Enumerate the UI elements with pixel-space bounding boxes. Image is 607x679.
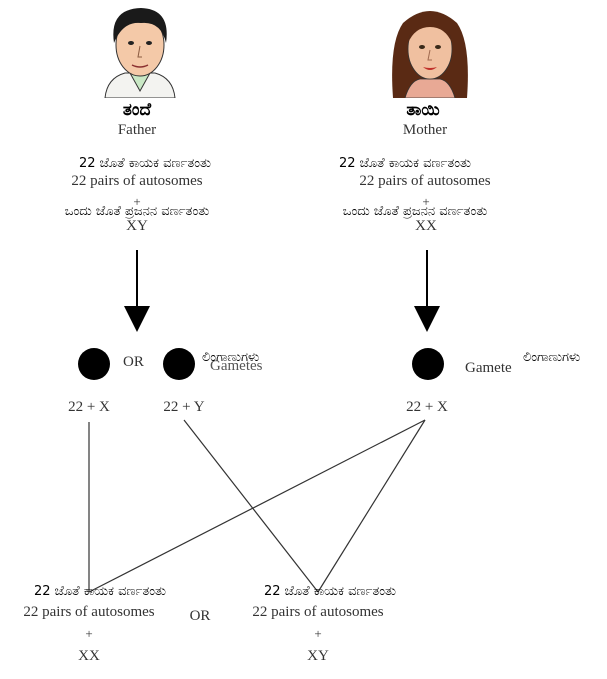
line-sperm-y-to-male (183, 419, 319, 593)
mother-sex-kn: ಒಂದು ಜೊತೆ ಪ್ರಜನನ ವರ್ಣತಂತು (342, 204, 488, 219)
father-portrait (104, 8, 176, 98)
mother-sex-en: XX (415, 218, 437, 234)
sperm-x-dot (78, 348, 110, 380)
father-arrowhead (124, 306, 150, 332)
female-sex: XX (78, 648, 100, 664)
mother-autosomes-kn: 22 ಜೊತೆ ಕಾಯಕ ವರ್ಣತಂತು (338, 156, 472, 171)
female-autosomes-en: 22 pairs of autosomes (23, 604, 155, 620)
line-egg-to-female (88, 419, 426, 593)
male-autosomes-kn: 22 ಜೊತೆ ಕಾಯಕ ವರ್ಣತಂತು (263, 584, 397, 599)
father-sex-en: XY (126, 218, 148, 234)
father-plus: + (133, 194, 141, 209)
father-autosomes-kn: 22 ಜೊತೆ ಕಾಯಕ ವರ್ಣತಂತು (78, 156, 212, 171)
father-gametes-caption-kn: ಲಿಂಗಾಣುಗಳು (202, 350, 260, 365)
offspring-or-label: OR (189, 608, 211, 624)
mother-portrait (392, 11, 468, 98)
male-sex: XY (307, 648, 329, 664)
mother-plus: + (422, 194, 430, 209)
gamete-or-label: OR (123, 354, 144, 370)
sperm-y-label: 22 + Y (163, 399, 205, 415)
father-label-kn: ತಂದೆ (122, 100, 152, 120)
father-label-en: Father (117, 122, 157, 138)
father-gametes-caption-en: Gametes (210, 358, 263, 374)
male-autosomes-en: 22 pairs of autosomes (252, 604, 384, 620)
father-sex-kn: ಒಂದು ಜೊತೆ ಪ್ರಜನನ ವರ್ಣತಂತು (64, 204, 210, 219)
mother-label-kn: ತಾಯಿ (406, 100, 440, 120)
mother-autosomes-en: 22 pairs of autosomes (359, 173, 491, 189)
mother-gamete-caption-en: Gamete (465, 360, 512, 376)
father-autosomes-en: 22 pairs of autosomes (71, 173, 203, 189)
mother-arrowhead (414, 306, 440, 332)
female-autosomes-kn: 22 ಜೊತೆ ಕಾಯಕ ವರ್ಣತಂತು (33, 584, 167, 599)
egg-x-label: 22 + X (406, 399, 448, 415)
mother-label-en: Mother (402, 122, 448, 138)
female-plus: + (85, 626, 93, 641)
sperm-y-dot (163, 348, 195, 380)
mother-gamete-caption-kn: ಲಿಂಗಾಣುಗಳು (523, 350, 581, 365)
line-egg-to-male (317, 419, 426, 593)
egg-dot (412, 348, 444, 380)
sperm-x-label: 22 + X (68, 399, 110, 415)
male-plus: + (314, 626, 322, 641)
